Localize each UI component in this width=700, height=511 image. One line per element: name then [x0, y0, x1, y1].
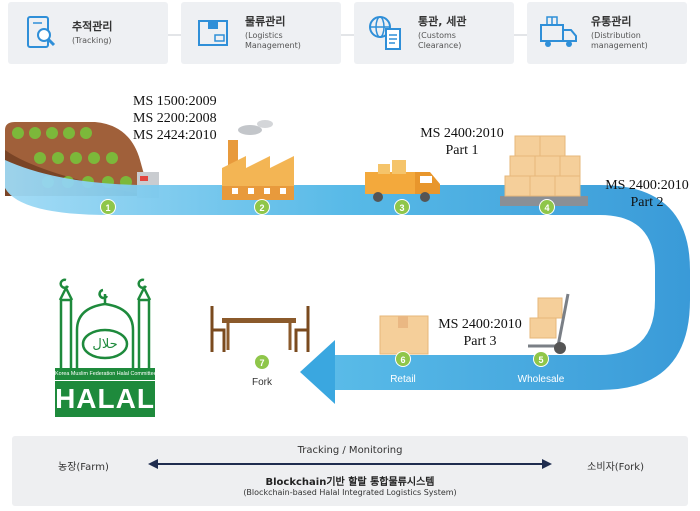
wholesale-handtruck-illustration: [528, 293, 570, 354]
double-arrow-icon: [148, 459, 552, 469]
category-bar: 추적관리 (Tracking) 물류관리 (Logistics Manageme…: [8, 2, 692, 64]
category-customs[interactable]: 통관, 세관 (Customs Clearance): [354, 2, 514, 64]
stage-marker-5: 5: [533, 351, 549, 367]
stage-marker-7: 7: [254, 354, 270, 370]
system-subtitle: (Blockchain-based Halal Integrated Logis…: [243, 488, 457, 497]
halal-arabic-text: حلال: [92, 337, 117, 352]
stage-marker-3: 3: [394, 199, 410, 215]
category-subtitle: (Logistics Management): [245, 31, 301, 50]
category-subtitle: (Customs Clearance): [418, 31, 462, 50]
stage-marker-4: 4: [539, 199, 555, 215]
category-tracking[interactable]: 추적관리 (Tracking): [8, 2, 168, 64]
retail-box-illustration: [379, 315, 429, 355]
blockchain-system-panel: Tracking / Monitoring 농장(Farm) 소비자(Fork)…: [12, 436, 688, 506]
stage-label-fork: Fork: [252, 377, 272, 388]
tracking-tablet-icon: [18, 11, 62, 55]
category-title: 통관, 세관: [418, 15, 467, 28]
stage-label-transportation: Transportation: [369, 222, 435, 233]
flow-band-top: [5, 160, 690, 390]
stage-marker-2: 2: [254, 199, 270, 215]
factory-illustration: [222, 120, 294, 200]
category-subtitle: (Distribution management): [591, 31, 648, 50]
standard-retail: MS 2400:2010 Part 3: [438, 317, 522, 349]
category-title: 추적관리: [72, 20, 113, 33]
stage-marker-1: 1: [100, 199, 116, 215]
standard-produce: MS 1500:2009 MS 2200:2008 MS 2424:2010: [133, 94, 217, 143]
fork-endpoint-label: 소비자(Fork): [587, 462, 644, 473]
halal-word: HALAL: [55, 381, 155, 417]
category-title: 유통관리: [591, 15, 632, 28]
farm-endpoint-label: 농장(Farm): [58, 462, 109, 473]
stage-marker-6: 6: [395, 351, 411, 367]
system-title: Blockchain기반 할랄 통합물류시스템: [265, 477, 435, 488]
category-title: 물류관리: [245, 15, 286, 28]
logistics-box-icon: [191, 11, 235, 55]
halal-committee-band: Korea Muslim Federation Halal Committee: [55, 368, 155, 380]
standard-transport: MS 2400:2010 Part 1: [420, 126, 504, 158]
category-connector: [48, 34, 652, 36]
tracking-monitoring-label: Tracking / Monitoring: [297, 445, 403, 456]
supply-chain-flow: [5, 120, 690, 404]
category-logistics[interactable]: 물류관리 (Logistics Management): [181, 2, 341, 64]
halal-certification-logo: حلال Korea Muslim Federation Halal Commi…: [55, 268, 155, 418]
truck-illustration: [365, 160, 440, 202]
flow-arrow-head: [300, 340, 335, 404]
stage-label-farm: Farm: [96, 222, 120, 233]
stage-label-retail: Retail: [390, 374, 416, 385]
category-distribution[interactable]: 유통관리 (Distribution management): [527, 2, 687, 64]
mosque-icon: حلال: [58, 278, 152, 368]
stage-label-produce: Produce: [243, 222, 281, 233]
distribution-truck-icon: [537, 11, 581, 55]
dining-table-illustration: [210, 306, 310, 352]
category-subtitle: (Tracking): [72, 36, 112, 45]
standard-storage: MS 2400:2010 Part 2: [605, 178, 689, 210]
stage-label-storage: Storage: [529, 222, 565, 233]
stage-label-wholesale: Wholesale: [517, 374, 565, 385]
customs-globe-document-icon: [364, 11, 408, 55]
